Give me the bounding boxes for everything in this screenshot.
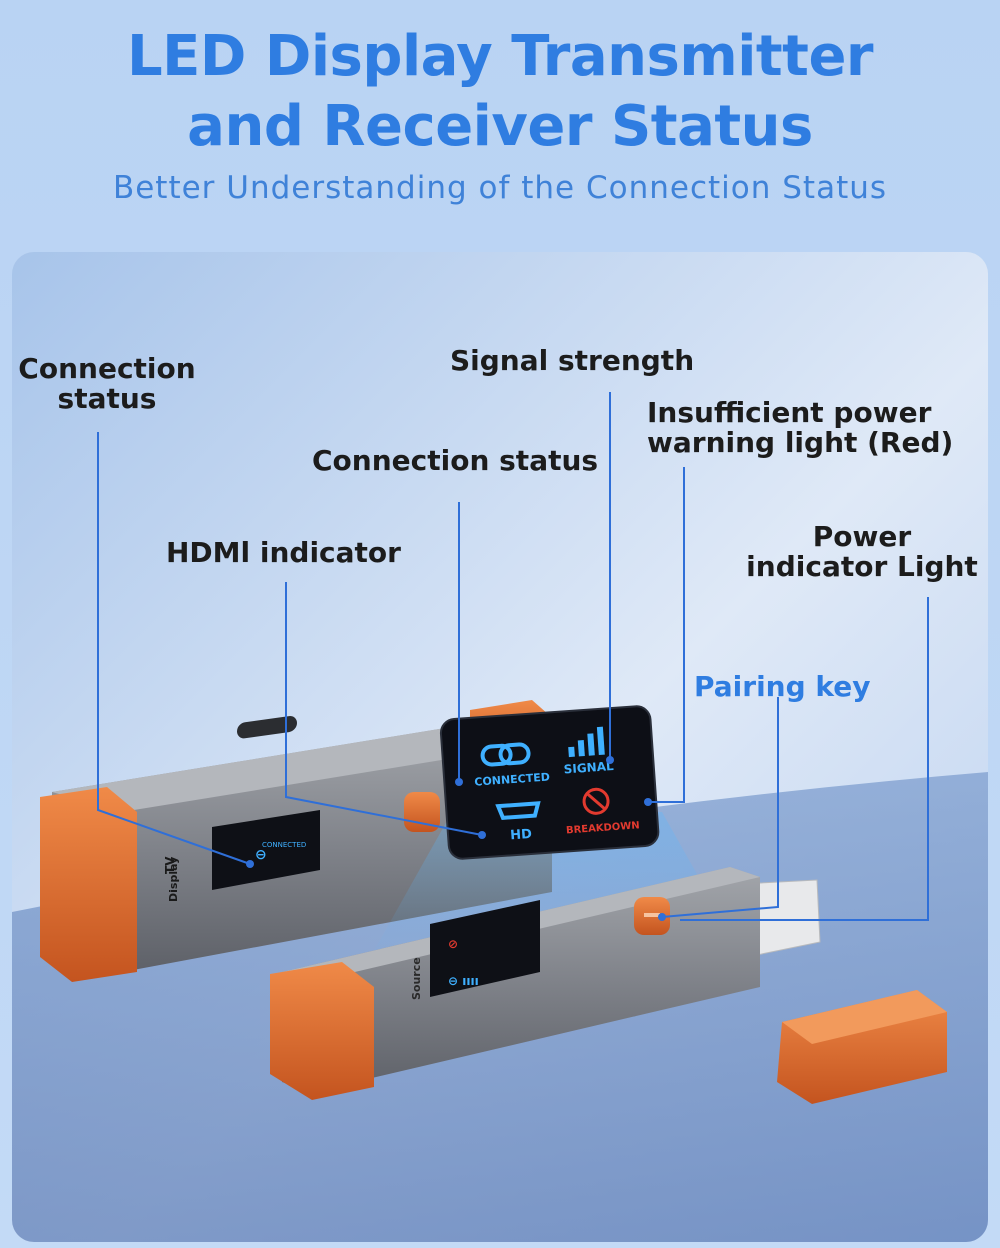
callout-lines	[97, 392, 929, 921]
receiver-label-tv: TV	[163, 856, 177, 874]
callout-connection-status-left-line1: Connection	[18, 352, 196, 385]
callout-connection-status-mid: Connection status	[312, 444, 599, 477]
receiver-screen-icon: ⊖	[255, 847, 267, 863]
page-title-line2: and Receiver Status	[187, 94, 813, 159]
callout-connection-status-left: Connection status	[12, 354, 202, 414]
loose-cap	[777, 990, 947, 1104]
callout-insufficient-power-line2: warning light (Red)	[647, 426, 954, 459]
display-hd-label: HD	[510, 827, 533, 843]
callout-power-indicator-line2: indicator Light	[746, 550, 978, 583]
callout-insufficient-power-line1: Insufficient power	[647, 396, 932, 429]
callout-insufficient-power: Insufficient power warning light (Red)	[647, 398, 953, 458]
display-connected-label: CONNECTED	[474, 770, 550, 788]
product-illustration: ⊖ CONNECTED TV Display CONNECTED	[12, 252, 988, 1242]
breakdown-icon	[582, 787, 610, 815]
callout-power-indicator-line1: Power	[812, 520, 912, 553]
display-signal-label: SIGNAL	[563, 759, 614, 776]
transmitter-device: ⊖ ıııı ⊘ Source	[270, 867, 821, 1100]
callout-signal-strength: Signal strength	[450, 344, 695, 377]
transmitter-label: Source	[410, 957, 423, 1000]
display-breakdown-label: BREAKDOWN	[566, 820, 640, 836]
receiver-label-display: Display	[167, 857, 180, 902]
transmitter-screen-icons: ⊖ ıııı	[448, 974, 479, 988]
callout-power-indicator: Power indicator Light	[736, 522, 988, 582]
callout-connection-status-left-line2: status	[57, 382, 157, 415]
led-display-zoom: CONNECTED SIGNAL HD BREAKDOWN	[439, 705, 660, 860]
page-title-line1: LED Display Transmitter	[126, 24, 874, 89]
receiver-screen-text: CONNECTED	[262, 841, 306, 849]
page-subtitle: Better Understanding of the Connection S…	[112, 170, 888, 206]
connected-icon	[480, 742, 531, 767]
transmitter-breakdown-icon: ⊘	[448, 937, 458, 951]
callout-pairing-key: Pairing key	[694, 670, 871, 703]
signal-bars-icon	[568, 726, 605, 758]
product-panel: ⊖ CONNECTED TV Display CONNECTED	[12, 252, 988, 1242]
hdmi-icon	[495, 801, 541, 820]
callout-hdmi-indicator: HDMl indicator	[166, 536, 401, 569]
